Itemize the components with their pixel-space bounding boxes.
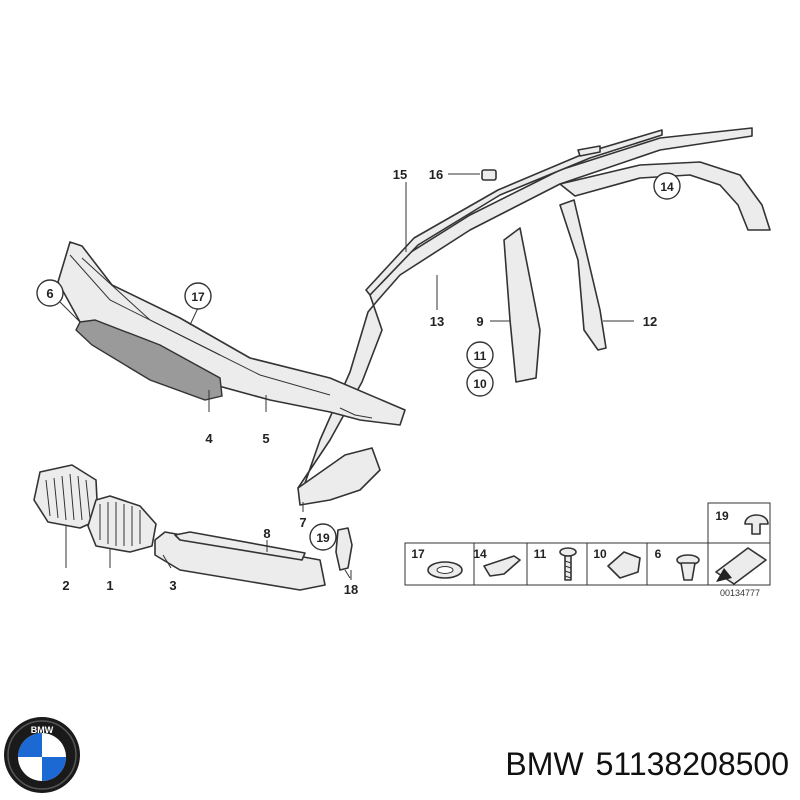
kidney-grille-right <box>87 495 157 553</box>
label-5: 5 <box>262 431 269 446</box>
legend-label-6: 6 <box>655 547 662 561</box>
label-19: 19 <box>316 531 330 545</box>
label-15: 15 <box>393 167 407 182</box>
bmw-logo: BMW <box>4 717 80 793</box>
label-13: 13 <box>430 314 444 329</box>
label-10: 10 <box>473 377 487 391</box>
caption-brand: BMW <box>505 746 584 782</box>
side-trim-14 <box>559 161 771 231</box>
leader-lines <box>59 173 634 580</box>
label-4: 4 <box>205 431 213 446</box>
bracket-18 <box>335 527 353 579</box>
screw-icon <box>559 547 577 581</box>
bracket-7 <box>297 447 381 506</box>
label-8: 8 <box>263 526 270 541</box>
drawing-code: 00134777 <box>720 588 760 598</box>
legend-label-14: 14 <box>473 547 487 561</box>
strip-8 <box>174 531 306 561</box>
label-3: 3 <box>169 578 176 593</box>
clip-16 <box>481 169 497 181</box>
caption-part-number: 51138208500 <box>596 746 789 782</box>
label-18: 18 <box>344 582 358 597</box>
circled-labels: 6 17 14 11 10 19 <box>36 172 681 551</box>
label-17: 17 <box>191 290 205 304</box>
legend-label-10: 10 <box>593 547 607 561</box>
label-14: 14 <box>660 180 674 194</box>
legend-label-17: 17 <box>411 547 425 561</box>
expanding-rivet-icon <box>676 554 700 581</box>
label-12: 12 <box>643 314 657 329</box>
label-11: 11 <box>474 349 487 363</box>
roof-moulding <box>297 127 753 489</box>
bracket-clip-icon <box>483 555 521 577</box>
fastener-legend: 19 17 14 11 10 6 00134777 <box>404 502 771 598</box>
caption: BMW 51138208500 <box>505 746 789 782</box>
legend-label-11: 11 <box>534 547 547 561</box>
part-number-labels: 1 2 3 4 5 7 8 9 12 13 15 16 18 <box>62 167 657 597</box>
label-9: 9 <box>476 314 483 329</box>
pillar-trim-12 <box>559 199 607 351</box>
kidney-grille-left <box>33 464 99 529</box>
label-7: 7 <box>299 515 306 530</box>
label-1: 1 <box>106 578 113 593</box>
push-clip-icon <box>744 514 769 535</box>
label-16: 16 <box>429 167 443 182</box>
pillar-trim-9 <box>503 227 541 383</box>
direction-arrow-icon <box>715 547 767 585</box>
seal-strip-4 <box>75 319 223 401</box>
clip-nut-icon <box>607 551 641 579</box>
legend-label-19: 19 <box>715 509 729 523</box>
logo-text: BMW <box>31 725 54 735</box>
label-2: 2 <box>62 578 69 593</box>
label-6: 6 <box>46 286 53 301</box>
